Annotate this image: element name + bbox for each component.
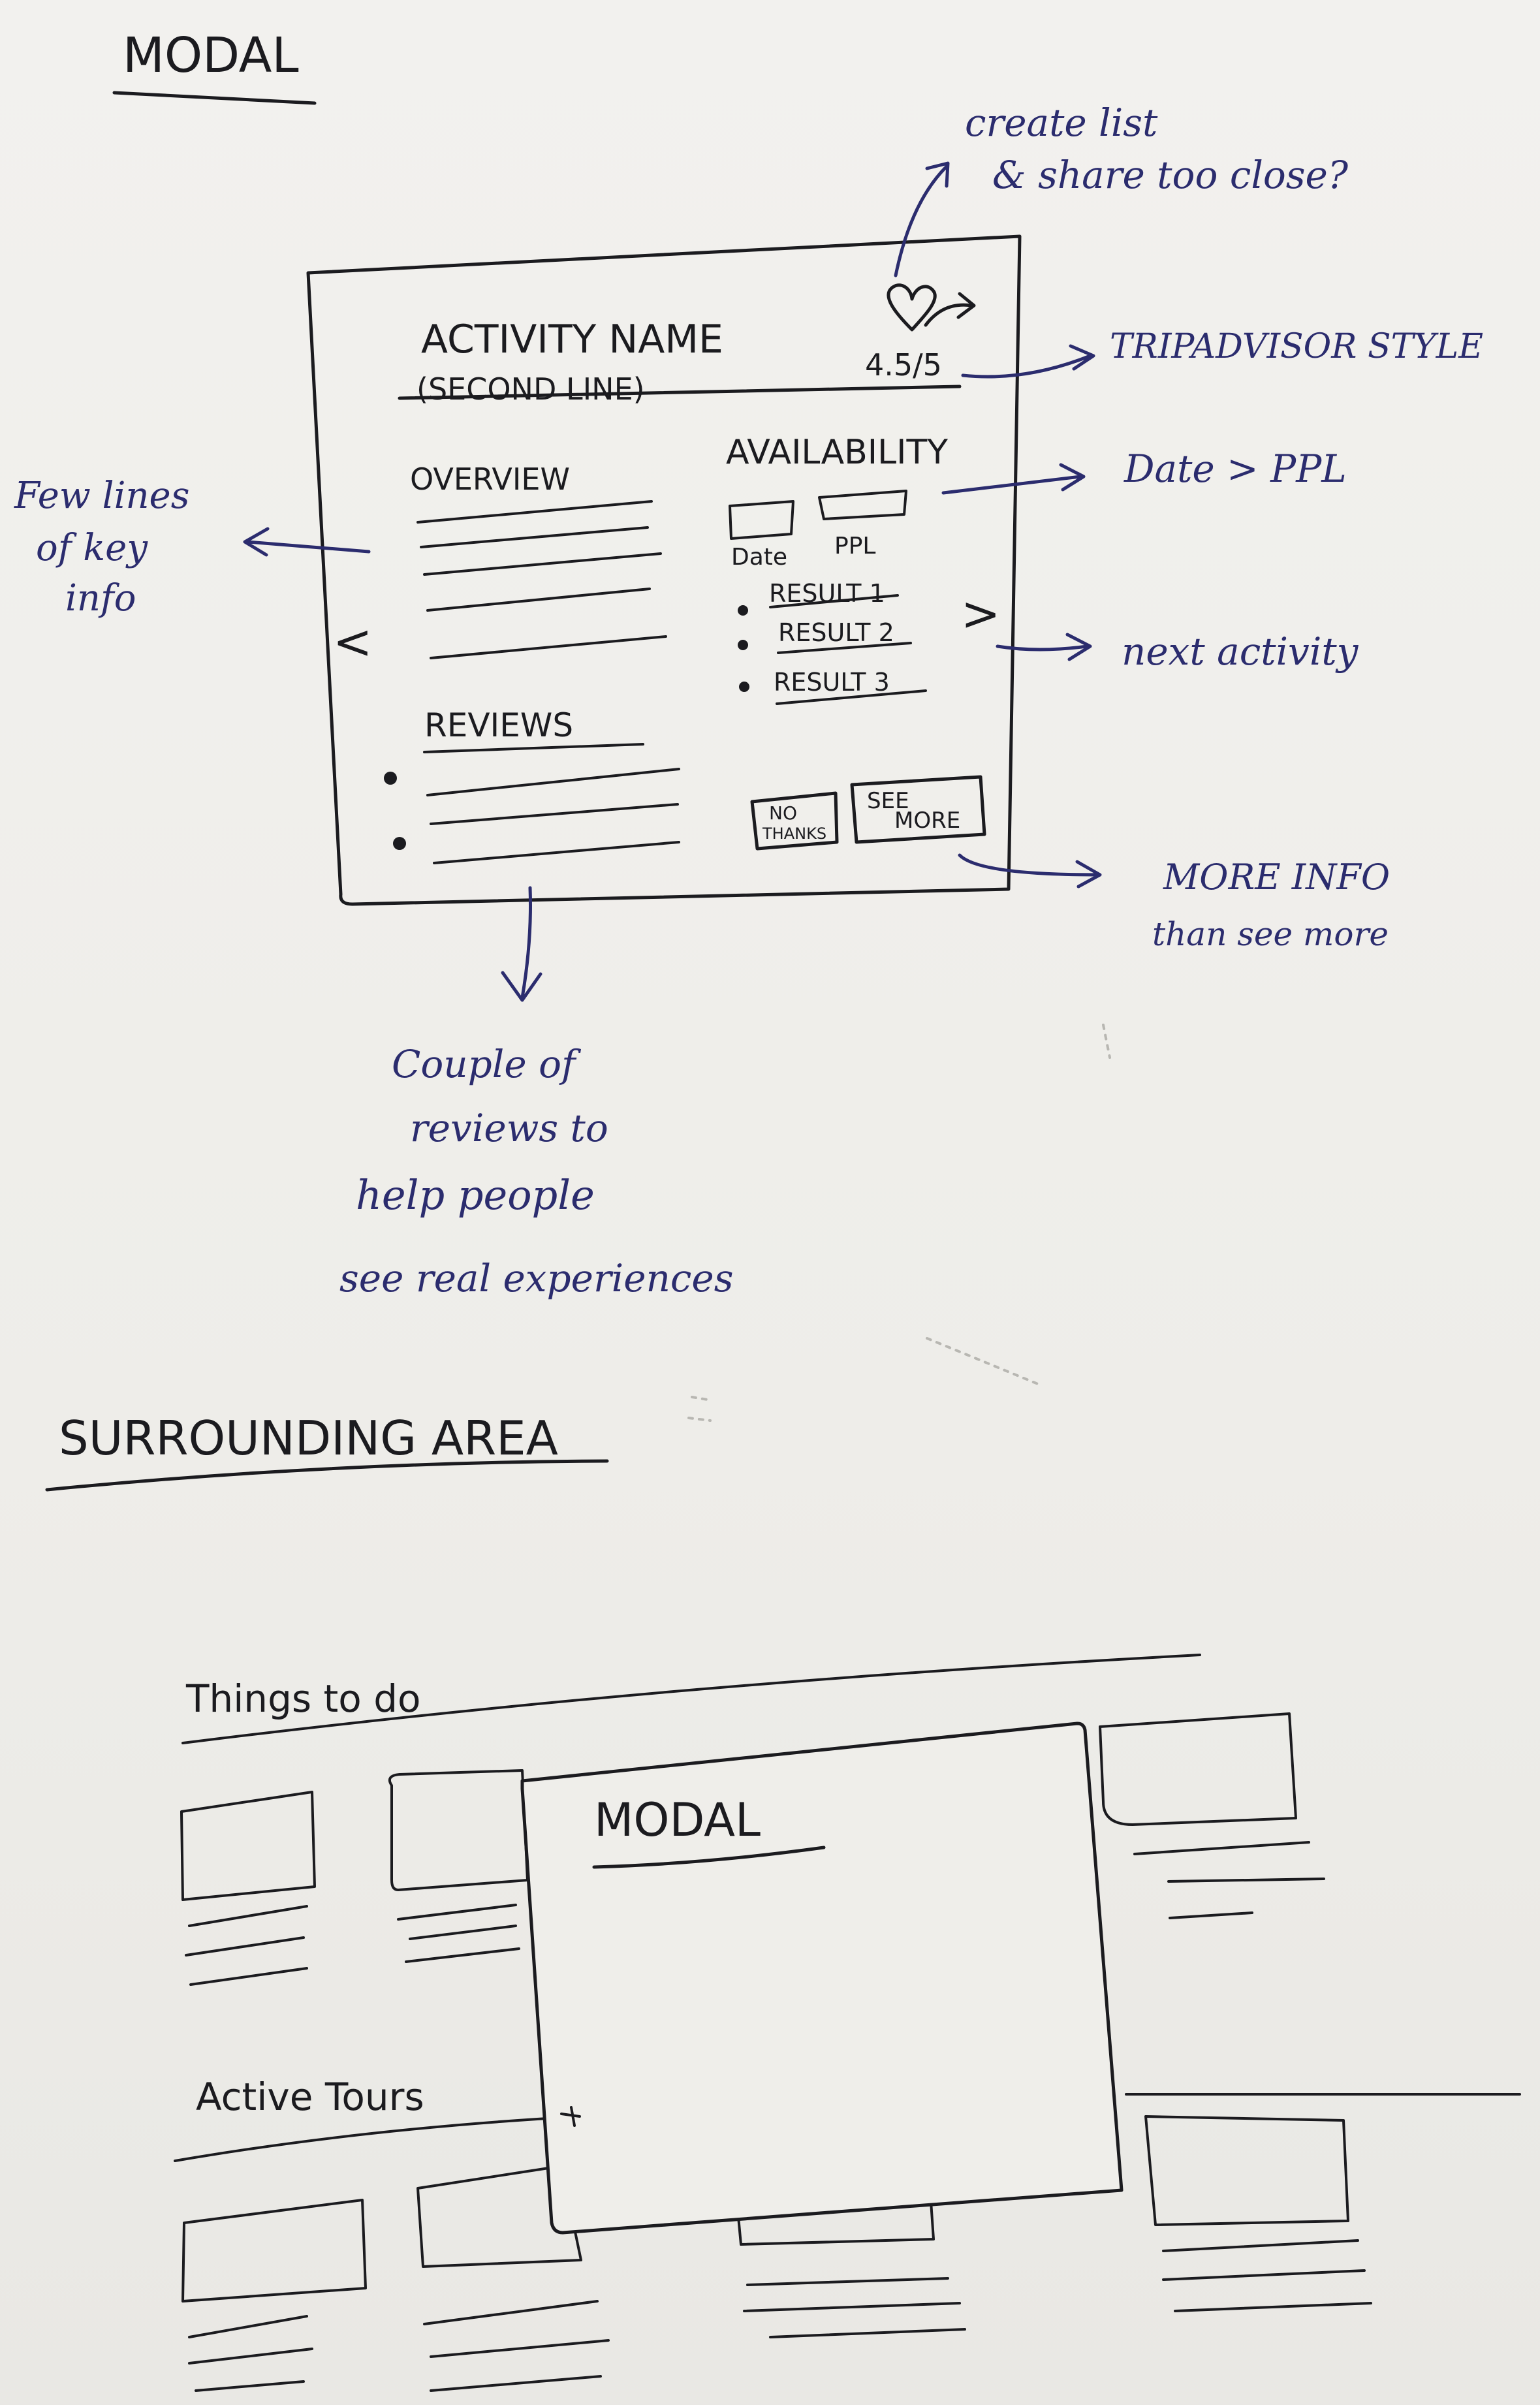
- result-item[interactable]: RESULT 2: [778, 618, 894, 647]
- activity-card[interactable]: [1099, 1712, 1325, 1919]
- annotation-couple-reviews: Couple of reviews to help people see rea…: [339, 886, 733, 1300]
- modal-frame: [306, 234, 1022, 906]
- availability-heading: AVAILABILITY: [726, 433, 948, 472]
- next-activity-arrow[interactable]: >: [961, 586, 1000, 641]
- annotation-next-activity: next activity: [996, 629, 1359, 674]
- overview-heading: OVERVIEW: [410, 462, 570, 497]
- activity-card[interactable]: [388, 1769, 529, 1963]
- things-to-do-divider: [181, 1654, 1201, 1744]
- annotation-create-list: create list & share too close?: [894, 101, 1349, 277]
- surrounding-section-title: SURROUNDING AREA: [59, 1411, 558, 1466]
- annotation-more-info: MORE INFO than see more: [958, 853, 1390, 953]
- tour-card[interactable]: [1144, 2115, 1372, 2312]
- rating-label: 4.5/5: [865, 347, 942, 383]
- header-divider: [398, 385, 962, 400]
- svg-text:MORE INFO: MORE INFO: [1163, 857, 1390, 898]
- annotation-tripadvisor-style: TRIPADVISOR STYLE: [961, 327, 1483, 379]
- svg-text:Couple of: Couple of: [392, 1042, 582, 1086]
- modal-section-title: MODAL: [123, 27, 299, 84]
- svg-text:info: info: [65, 577, 136, 620]
- svg-text:than see more: than see more: [1152, 915, 1389, 953]
- things-to-do-label: Things to do: [185, 1676, 421, 1721]
- svg-text:reviews to: reviews to: [410, 1106, 608, 1150]
- active-tours-label: Active Tours: [196, 2075, 424, 2119]
- surrounding-title-underline: [45, 1459, 609, 1492]
- reviews-heading: REVIEWS: [424, 706, 573, 744]
- ppl-input[interactable]: [818, 490, 907, 520]
- result-item[interactable]: RESULT 1: [769, 579, 885, 608]
- svg-text:next activity: next activity: [1122, 629, 1359, 674]
- ppl-label: PPL: [834, 533, 875, 559]
- svg-text:help people: help people: [356, 1171, 595, 1219]
- surrounding-modal-title: MODAL: [594, 1793, 761, 1847]
- surrounding-modal-overlay[interactable]: MODAL: [520, 1721, 1124, 2235]
- see-more-button[interactable]: SEE MORE: [850, 775, 986, 844]
- activity-card[interactable]: [180, 1791, 316, 1986]
- active-tours-divider-left: [174, 2115, 582, 2162]
- svg-text:TRIPADVISOR STYLE: TRIPADVISOR STYLE: [1110, 327, 1483, 366]
- result-item[interactable]: RESULT 3: [774, 668, 890, 697]
- svg-text:NO: NO: [769, 802, 797, 824]
- svg-text:THANKS: THANKS: [762, 825, 826, 843]
- svg-text:Few lines: Few lines: [14, 475, 189, 517]
- svg-text:create list: create list: [965, 101, 1158, 145]
- annotation-few-lines: Few lines of key info: [14, 475, 371, 620]
- reviews-text-lines: [384, 743, 680, 864]
- svg-text:see real experiences: see real experiences: [339, 1256, 733, 1300]
- activity-name: ACTIVITY NAME: [421, 317, 723, 362]
- share-icon[interactable]: [924, 292, 976, 327]
- svg-text:MORE: MORE: [894, 808, 960, 834]
- activity-second-line: (SECOND LINE): [416, 371, 645, 407]
- annotation-date-ppl: Date > PPL: [941, 447, 1347, 495]
- svg-text:of key: of key: [36, 527, 148, 569]
- no-thanks-button[interactable]: NO THANKS: [750, 791, 839, 851]
- result-list: RESULT 1 RESULT 2 RESULT 3: [738, 579, 927, 705]
- overview-text-lines: [416, 500, 667, 659]
- modal-title-underline: [112, 91, 317, 105]
- svg-text:Date > PPL: Date > PPL: [1124, 447, 1347, 491]
- svg-text:SEE: SEE: [867, 788, 909, 814]
- date-input[interactable]: [729, 500, 794, 540]
- tour-card[interactable]: [416, 2165, 610, 2392]
- date-label: Date: [731, 544, 787, 571]
- prev-activity-arrow[interactable]: <: [333, 614, 372, 669]
- tour-card[interactable]: [181, 2199, 367, 2392]
- svg-text:& share too close?: & share too close?: [992, 153, 1349, 197]
- heart-icon[interactable]: [887, 283, 937, 332]
